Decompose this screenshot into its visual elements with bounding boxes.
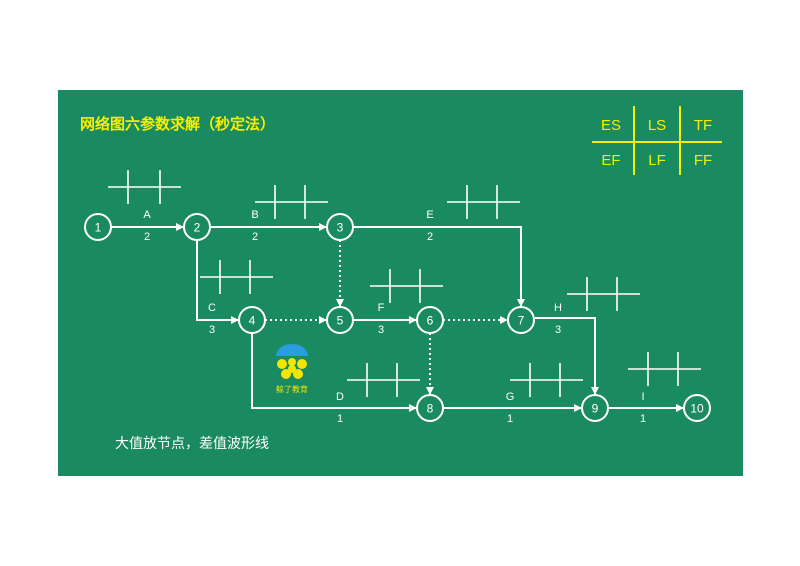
legend-ff: FF	[694, 152, 712, 169]
node-label: 1	[95, 221, 102, 235]
activity-e-name: E	[426, 209, 433, 221]
node-circle	[581, 394, 609, 422]
activity-c-duration: 3	[209, 324, 215, 336]
parameter-cross	[370, 269, 443, 303]
activity-i-name: I	[641, 391, 644, 403]
activity-i-duration: 1	[640, 413, 646, 425]
node-label: 10	[690, 402, 704, 416]
activity-g-name: G	[506, 391, 515, 403]
node-circle	[683, 394, 711, 422]
activity-b-duration: 2	[252, 231, 258, 243]
activity-f-duration: 3	[378, 324, 384, 336]
parameter-crosses	[108, 170, 701, 397]
activity-arrows	[111, 223, 684, 412]
node-5: 5	[326, 306, 354, 334]
node-10: 10	[683, 394, 711, 422]
parameter-cross	[447, 185, 520, 219]
legend-tf: TF	[694, 117, 712, 134]
page-title: 网络图六参数求解（秒定法）	[80, 115, 276, 133]
activity-f-name: F	[378, 302, 385, 314]
node-circle	[238, 306, 266, 334]
activity-c-arrow	[196, 240, 239, 324]
parameter-cross	[510, 363, 583, 397]
node-label: 6	[427, 314, 434, 328]
chalkboard	[58, 90, 743, 476]
logo-text: 鲸了教育	[276, 385, 308, 394]
activity-c-name: C	[208, 302, 216, 314]
parameter-cross	[108, 170, 181, 204]
node-label: 9	[592, 402, 599, 416]
activity-h-name: H	[554, 302, 562, 314]
parameter-cross	[200, 260, 273, 294]
legend-es: ES	[601, 117, 621, 134]
activity-b-name: B	[251, 209, 258, 221]
node-7: 7	[507, 306, 535, 334]
activity-h-duration: 3	[555, 324, 561, 336]
node-label: 4	[249, 314, 256, 328]
node-circle	[84, 213, 112, 241]
node-1: 1	[84, 213, 112, 241]
node-label: 7	[518, 314, 525, 328]
activity-a-name: A	[143, 209, 151, 221]
activity-e-duration: 2	[427, 231, 433, 243]
parameter-cross	[628, 352, 701, 386]
activity-a-duration: 2	[144, 231, 150, 243]
node-circle	[326, 213, 354, 241]
node-circle	[507, 306, 535, 334]
node-circle	[326, 306, 354, 334]
node-circle	[183, 213, 211, 241]
node-4: 4	[238, 306, 266, 334]
event-nodes: 1 2 3 4 5 6 7 8 9 10	[84, 213, 711, 422]
node-8: 8	[416, 394, 444, 422]
method-note: 大值放节点，差值波形线	[115, 436, 269, 452]
logo: 鲸了教育	[268, 338, 316, 400]
legend-ef: EF	[601, 152, 620, 169]
activity-d-arrow	[251, 333, 417, 412]
activity-h-arrow	[535, 317, 599, 395]
activity-e-arrow	[353, 226, 525, 307]
node-2: 2	[183, 213, 211, 241]
activity-d-duration: 1	[337, 413, 343, 425]
node-6: 6	[416, 306, 444, 334]
node-label: 2	[194, 221, 201, 235]
parameter-cross	[347, 363, 420, 397]
activity-g-duration: 1	[507, 413, 513, 425]
node-circle	[416, 394, 444, 422]
parameter-cross	[255, 185, 328, 219]
node-circle	[416, 306, 444, 334]
legend: ES LS TF EF LF FF	[592, 106, 722, 175]
node-3: 3	[326, 213, 354, 241]
node-label: 5	[337, 314, 344, 328]
logo-icon	[276, 344, 308, 379]
activity-d-name: D	[336, 391, 344, 403]
legend-ls: LS	[648, 117, 666, 134]
node-label: 8	[427, 402, 434, 416]
legend-lf: LF	[648, 152, 666, 169]
parameter-cross	[567, 277, 640, 311]
node-label: 3	[337, 221, 344, 235]
node-9: 9	[581, 394, 609, 422]
